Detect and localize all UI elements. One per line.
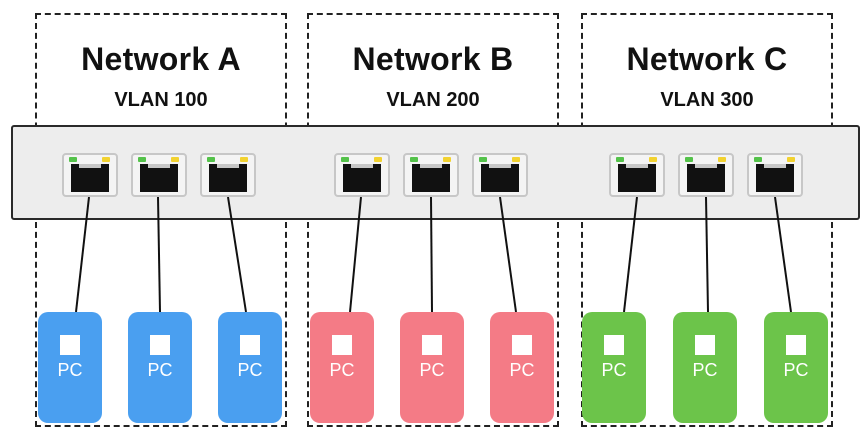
pc-node: PC [400,312,464,423]
pc-label: PC [509,360,535,380]
ethernet-port-icon [678,153,734,197]
pc-square-icon [604,335,624,355]
pc-square-icon [512,335,532,355]
ethernet-port-icon [403,153,459,197]
pc-label: PC [147,360,173,380]
ethernet-port-icon [334,153,390,197]
ethernet-port-icon [131,153,187,197]
network-a-vlan: VLAN 100 [114,89,208,111]
pc-label: PC [783,360,809,380]
pc-node: PC [38,312,102,423]
pc-square-icon [150,335,170,355]
pc-node: PC [490,312,554,423]
cable-c3 [774,196,792,313]
ethernet-port-icon [200,153,256,197]
network-b-vlan: VLAN 200 [386,89,480,111]
cable-a3 [227,196,247,313]
pc-node: PC [128,312,192,423]
cable-c2 [705,196,709,313]
network-c-vlan: VLAN 300 [660,89,754,111]
network-a-title: Network A [81,41,241,77]
pc-node: PC [218,312,282,423]
network-b-title: Network B [352,41,514,77]
cable-a2 [157,196,161,313]
pc-square-icon [786,335,806,355]
cable-c1 [623,196,638,313]
cable-b2 [430,196,433,313]
ethernet-port-icon [472,153,528,197]
pc-node: PC [673,312,737,423]
pc-label: PC [57,360,83,380]
ethernet-port-icon [609,153,665,197]
network-c-title: Network C [626,41,788,77]
pc-node: PC [310,312,374,423]
pc-square-icon [60,335,80,355]
pc-square-icon [422,335,442,355]
cable-a1 [75,196,90,313]
pc-label: PC [329,360,355,380]
ethernet-port-icon [62,153,118,197]
cable-b1 [349,196,362,313]
pc-label: PC [237,360,263,380]
network-a-box: Network A VLAN 100 [35,13,287,427]
pc-label: PC [601,360,627,380]
pc-label: PC [419,360,445,380]
pc-label: PC [692,360,718,380]
pc-square-icon [240,335,260,355]
pc-node: PC [582,312,646,423]
pc-square-icon [695,335,715,355]
pc-node: PC [764,312,828,423]
ethernet-port-icon [747,153,803,197]
network-c-box: Network C VLAN 300 [581,13,833,427]
pc-square-icon [332,335,352,355]
network-b-box: Network B VLAN 200 [307,13,559,427]
cable-b3 [499,196,517,313]
